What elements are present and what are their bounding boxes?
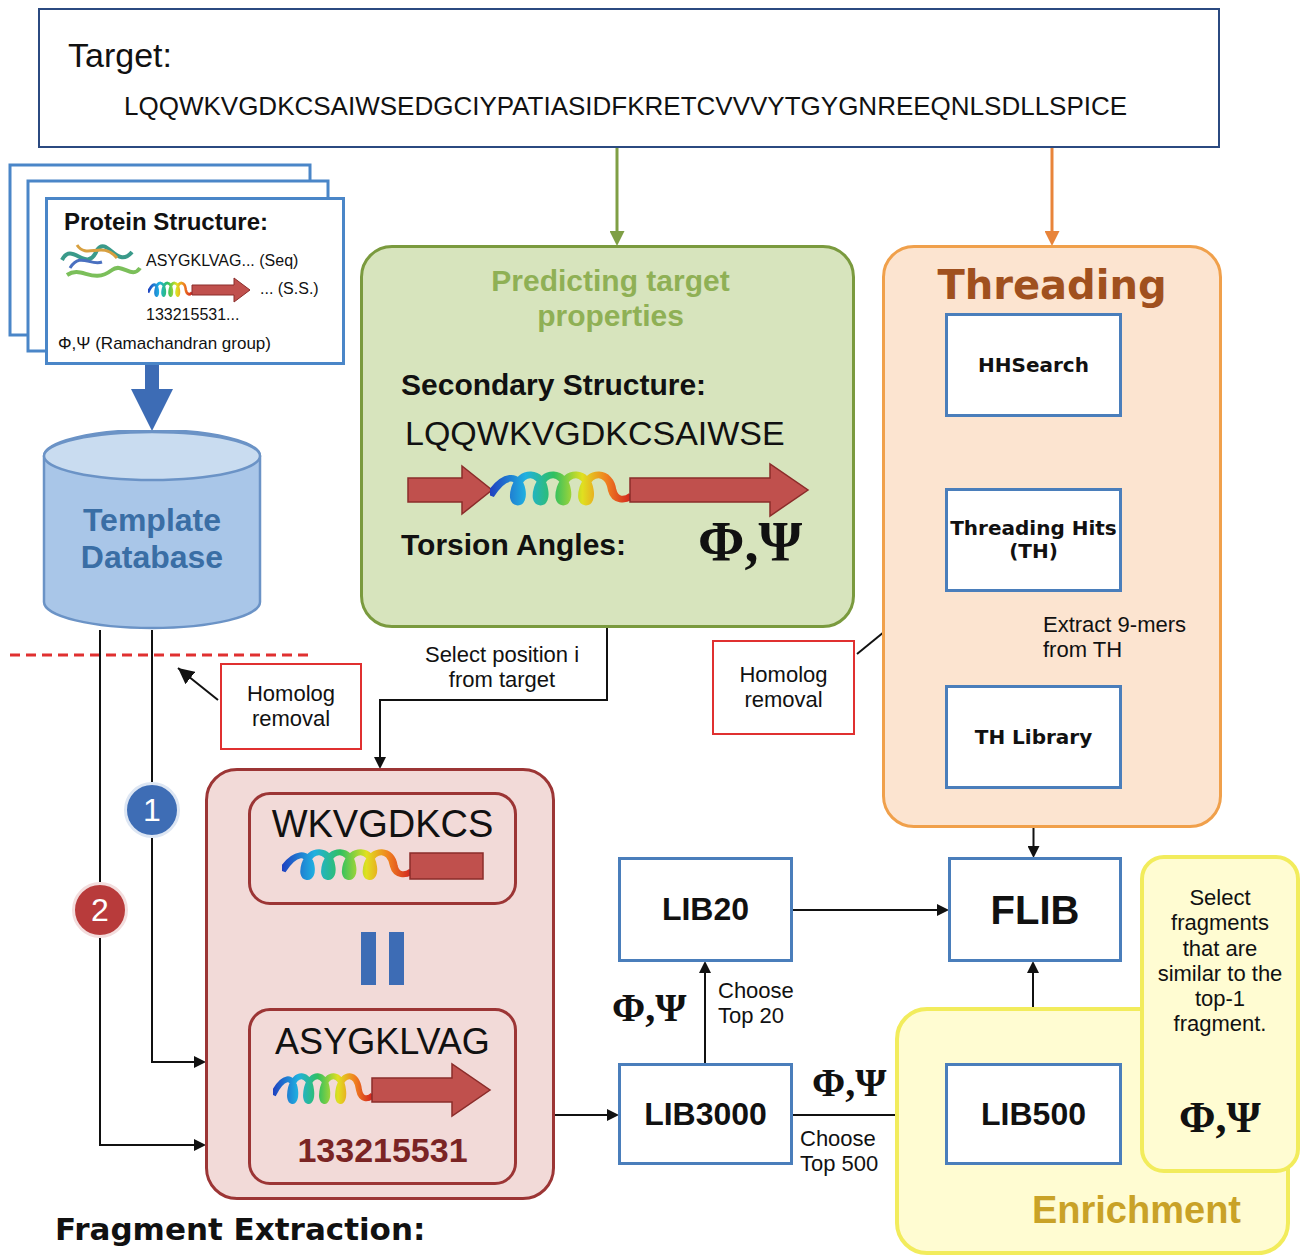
- angle-label: Φ,Ψ: [812, 1060, 886, 1106]
- edge-label: Choose Top 20: [718, 978, 818, 1029]
- node-text: LIB3000: [621, 1096, 790, 1133]
- node-text: Target:: [68, 36, 172, 75]
- edge-label: Extract 9-mers from TH: [1043, 612, 1213, 663]
- connector: [616, 148, 619, 231]
- node-text: FLIB: [951, 887, 1119, 933]
- process-box: Threading Hits (TH): [945, 488, 1122, 592]
- node-text: LIB20: [621, 891, 790, 928]
- node-text: WKVGDKCS: [251, 803, 514, 847]
- library-box: LIB20: [618, 857, 793, 962]
- node-subtext: Torsion Angles:: [401, 528, 626, 563]
- node-subtext: ASYGKLVAG... (Seq): [146, 252, 298, 270]
- process-box: HHSearch: [945, 313, 1122, 417]
- connector: [1051, 148, 1054, 231]
- angle-label: Φ,Ψ: [612, 985, 686, 1031]
- callout-number: 1: [124, 782, 180, 838]
- node-text: Threading Hits (TH): [948, 517, 1119, 563]
- structure-card: Protein Structure: ASYGKLVAG... (Seq) ... …: [45, 197, 345, 365]
- node-text: Homolog removal: [714, 662, 853, 713]
- node-subtext: LQQWKVGDKCSAIWSEDGCIYPATIASIDFKRETCVVVYT…: [124, 92, 1127, 122]
- node-text: TH Library: [948, 726, 1119, 749]
- node-subtext: ... (S.S.): [260, 280, 319, 298]
- connector: [145, 365, 159, 389]
- node-subtext: 133215531: [251, 1131, 514, 1170]
- connector: [151, 630, 153, 782]
- extraction-panel: Fragment Extraction:WKVGDKCSASYGKLVAG133…: [205, 768, 555, 1200]
- node-text: LIB500: [948, 1096, 1119, 1133]
- connector: [704, 973, 706, 1063]
- callout-number: 2: [72, 882, 128, 938]
- node-subtext: LQQWKVGDKCSAIWSE: [405, 414, 785, 453]
- fragment-box: WKVGDKCS: [248, 792, 517, 905]
- node-text: HHSearch: [948, 354, 1119, 377]
- note-box: Homolog removal: [712, 640, 855, 735]
- connector: [100, 938, 194, 1145]
- node-text: 2: [75, 892, 125, 929]
- callout-box: Select fragments that are similar to the…: [1140, 855, 1300, 1173]
- edge-label: Choose Top 500: [800, 1126, 892, 1177]
- connector: [99, 630, 101, 882]
- node-text: Protein Structure:: [64, 208, 268, 236]
- target-box: Target: LQQWKVGDKCSAIWSEDGCIYPATIASIDFKRE…: [38, 8, 1220, 148]
- node-text: Select fragments that are similar to the…: [1150, 885, 1290, 1037]
- connector: [152, 838, 194, 1062]
- node-text: Predicting target properties: [443, 264, 778, 333]
- connector: [380, 628, 607, 757]
- connector: [555, 1114, 607, 1116]
- note-box: Homolog removal: [220, 663, 362, 750]
- node-text: 1: [127, 792, 177, 829]
- edge-label: Select position i from target: [412, 642, 592, 693]
- database-cylinder: Template Database: [42, 430, 262, 630]
- node-subtext: Φ,Ψ: [698, 510, 802, 574]
- node-subtext: Φ,Ψ (Ramachandran group): [58, 334, 271, 354]
- node-text: Enrichment: [994, 1189, 1279, 1233]
- library-box: LIB3000: [618, 1063, 793, 1165]
- node-text: Template Database: [42, 502, 262, 576]
- node-text: Fragment Extraction:: [55, 1212, 425, 1248]
- node-subtext: Secondary Structure:: [401, 368, 706, 403]
- node-text: Homolog removal: [222, 681, 360, 732]
- cutoff-line: [10, 654, 312, 657]
- node-text: ASYGKLVAG: [251, 1021, 514, 1062]
- threading-panel: ThreadingHHSearchThreading Hits (TH) TH L…: [882, 245, 1222, 828]
- node-subtext: 133215531...: [146, 306, 239, 324]
- prediction-panel: Predicting target propertiesSecondary St…: [360, 245, 855, 628]
- library-box: LIB500: [945, 1063, 1122, 1165]
- pointer-arrow: [178, 668, 218, 700]
- library-box: FLIB: [948, 857, 1122, 962]
- node-subtext: Φ,Ψ: [1144, 1093, 1296, 1144]
- connector: [793, 909, 937, 911]
- node-text: Threading: [885, 262, 1219, 308]
- fragment-box: ASYGKLVAG 133215531: [248, 1008, 517, 1185]
- process-box: TH Library: [945, 685, 1122, 789]
